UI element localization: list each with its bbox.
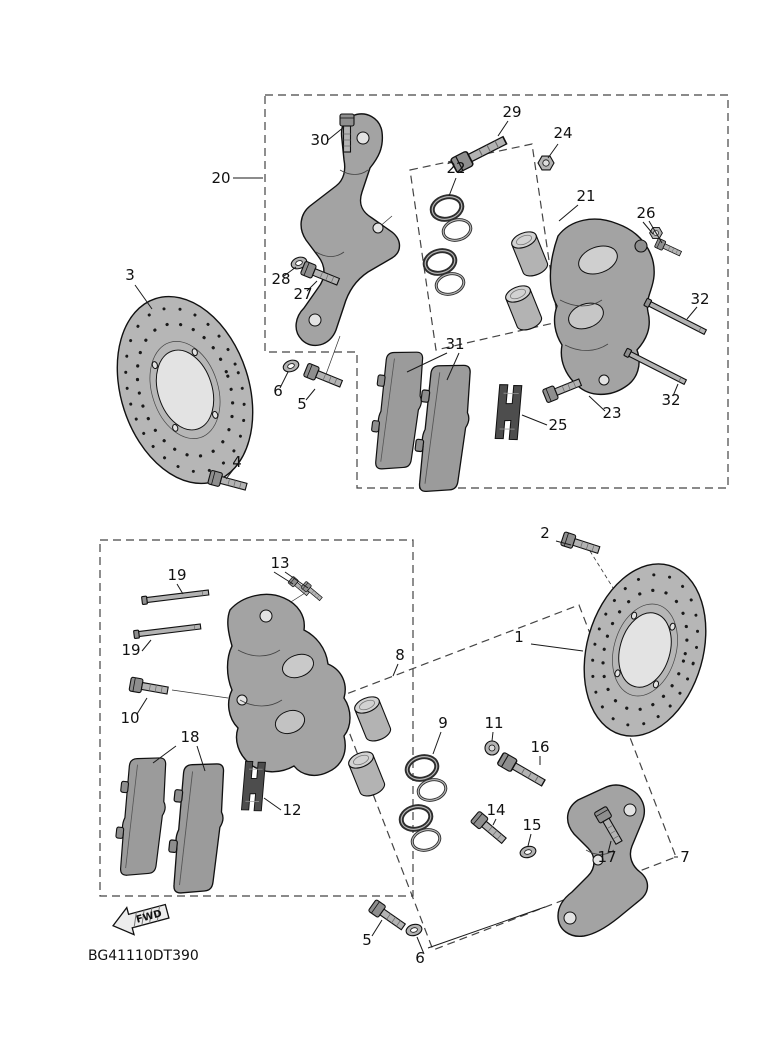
callout-5-rear: 5: [362, 931, 372, 949]
rear-caliper-body: [226, 593, 351, 777]
callout-13: 13: [270, 554, 289, 572]
piston: [508, 228, 551, 280]
front-piston-seals: [423, 193, 475, 299]
brake-pad: [163, 759, 230, 898]
bleeder-cap-11: [484, 740, 500, 756]
callout-10: 10: [120, 709, 139, 727]
piston: [502, 282, 545, 334]
rear-brake-disc: [583, 563, 707, 737]
slide-pin-19: [132, 621, 202, 640]
callout-7: 7: [680, 848, 690, 866]
fwd-direction-arrow: FWD: [111, 903, 170, 936]
callout-9: 9: [438, 714, 448, 732]
rear-brake-pads: [111, 753, 269, 898]
callout-1: 1: [514, 628, 524, 646]
callout-6-front: 6: [273, 382, 283, 400]
callout-28: 28: [271, 270, 290, 288]
front-brake-disc: [116, 295, 254, 485]
callout-18: 18: [180, 728, 199, 746]
callout-20: 20: [211, 169, 230, 187]
pad-spring-clip: [491, 382, 526, 443]
washer-15: [518, 844, 538, 860]
callout-15: 15: [522, 816, 541, 834]
callout-23: 23: [602, 404, 621, 422]
callout-27: 27: [293, 285, 312, 303]
callout-4: 4: [232, 453, 242, 471]
front-caliper-body: [549, 218, 655, 396]
bolt-16: [496, 751, 548, 790]
callout-24: 24: [553, 124, 572, 142]
callout-16: 16: [530, 738, 549, 756]
callout-6-rear: 6: [415, 949, 425, 967]
piston: [345, 748, 388, 800]
callout-22: 22: [446, 159, 465, 177]
callout-32-upper: 32: [690, 290, 709, 308]
rear-assembly-box: [99, 539, 414, 897]
rear-piston-seals: [399, 753, 450, 855]
callout-5-front: 5: [297, 395, 307, 413]
bolt-5: [302, 362, 345, 391]
nut-24: [537, 155, 555, 171]
callout-19-upper: 19: [167, 566, 186, 584]
leader-lines: [134, 120, 698, 955]
pad-spring-clip: [238, 759, 269, 814]
rear-pistons: [345, 693, 394, 800]
washer-6: [404, 922, 424, 938]
callout-25: 25: [548, 416, 567, 434]
callout-26: 26: [636, 204, 655, 222]
callout-21: 21: [576, 187, 595, 205]
bolt-26: [653, 237, 683, 259]
front-assembly-box: [264, 94, 729, 489]
rear-caliper-bracket: [557, 784, 649, 937]
callout-32-lower: 32: [661, 391, 680, 409]
callout-19-lower: 19: [121, 641, 140, 659]
callout-17: 17: [597, 848, 616, 866]
callouts: 20 30 29 24 22 21 26 3 28 27 32 6 5 31 3…: [120, 103, 709, 967]
front-pistons: [502, 228, 551, 334]
rear-bracket-kit-box: [335, 604, 677, 951]
callout-29: 29: [502, 103, 521, 121]
bolt-23: [541, 375, 584, 404]
brake-pad: [111, 753, 171, 880]
callout-8: 8: [395, 646, 405, 664]
callout-3: 3: [125, 266, 135, 284]
callout-12: 12: [282, 801, 301, 819]
callout-11: 11: [484, 714, 503, 732]
washer-6: [281, 357, 301, 375]
front-caliper-bracket: [295, 113, 401, 347]
slide-pin-19: [140, 587, 210, 606]
bolt-10: [128, 676, 170, 698]
callout-2: 2: [540, 524, 550, 542]
bolt-5: [367, 898, 408, 934]
piston: [351, 693, 394, 745]
callout-30: 30: [310, 131, 329, 149]
callout-31: 31: [445, 335, 464, 353]
part-code: BG41110DT390: [88, 948, 199, 964]
callout-14: 14: [486, 801, 505, 819]
front-brake-pads: [366, 347, 526, 497]
